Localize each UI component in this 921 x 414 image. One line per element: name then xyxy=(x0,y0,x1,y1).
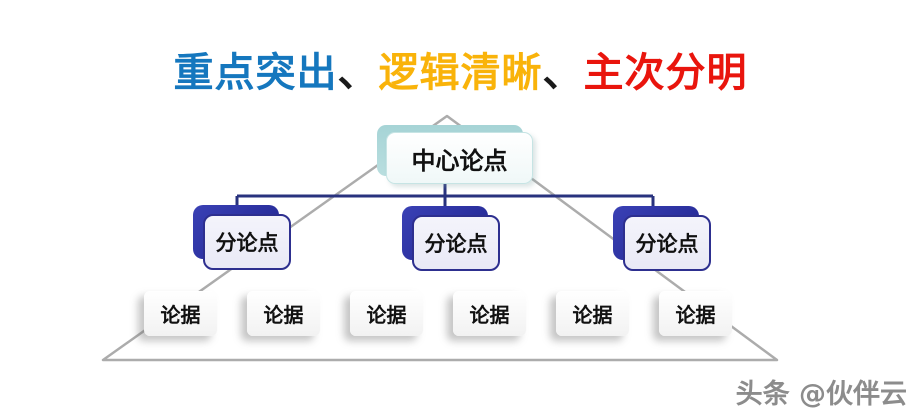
branch-node-2: 分论点 xyxy=(412,215,500,271)
evidence-node-1: 论据 xyxy=(144,291,217,336)
branch-label: 分论点 xyxy=(215,231,279,255)
evidence-label: 论据 xyxy=(572,303,613,327)
evidence-label: 论据 xyxy=(366,303,407,327)
title-separator-1: 、 xyxy=(337,50,379,96)
evidence-node-4: 论据 xyxy=(453,291,526,336)
evidence-node-3: 论据 xyxy=(350,291,423,336)
evidence-node-6: 论据 xyxy=(659,291,732,336)
title-segment-yellow: 逻辑清晰 xyxy=(378,50,543,96)
evidence-label: 论据 xyxy=(469,303,510,327)
title-segment-red: 主次分明 xyxy=(583,50,748,96)
evidence-label: 论据 xyxy=(160,303,201,327)
branch-label: 分论点 xyxy=(424,232,488,256)
title-separator-2: 、 xyxy=(542,50,584,96)
slide-title: 重点突出、逻辑清晰、主次分明 xyxy=(0,40,921,98)
evidence-label: 论据 xyxy=(263,303,304,327)
evidence-label: 论据 xyxy=(675,303,716,327)
branch-label: 分论点 xyxy=(635,232,699,256)
central-point-node: 中心论点 xyxy=(386,132,533,184)
central-point-label: 中心论点 xyxy=(411,146,508,175)
toutiao-watermark: 头条 @伙伴云 xyxy=(735,379,907,410)
evidence-node-2: 论据 xyxy=(247,291,320,336)
evidence-node-5: 论据 xyxy=(556,291,629,336)
branch-node-1: 分论点 xyxy=(203,214,291,270)
branch-node-3: 分论点 xyxy=(623,215,711,271)
title-segment-blue: 重点突出 xyxy=(173,50,338,96)
